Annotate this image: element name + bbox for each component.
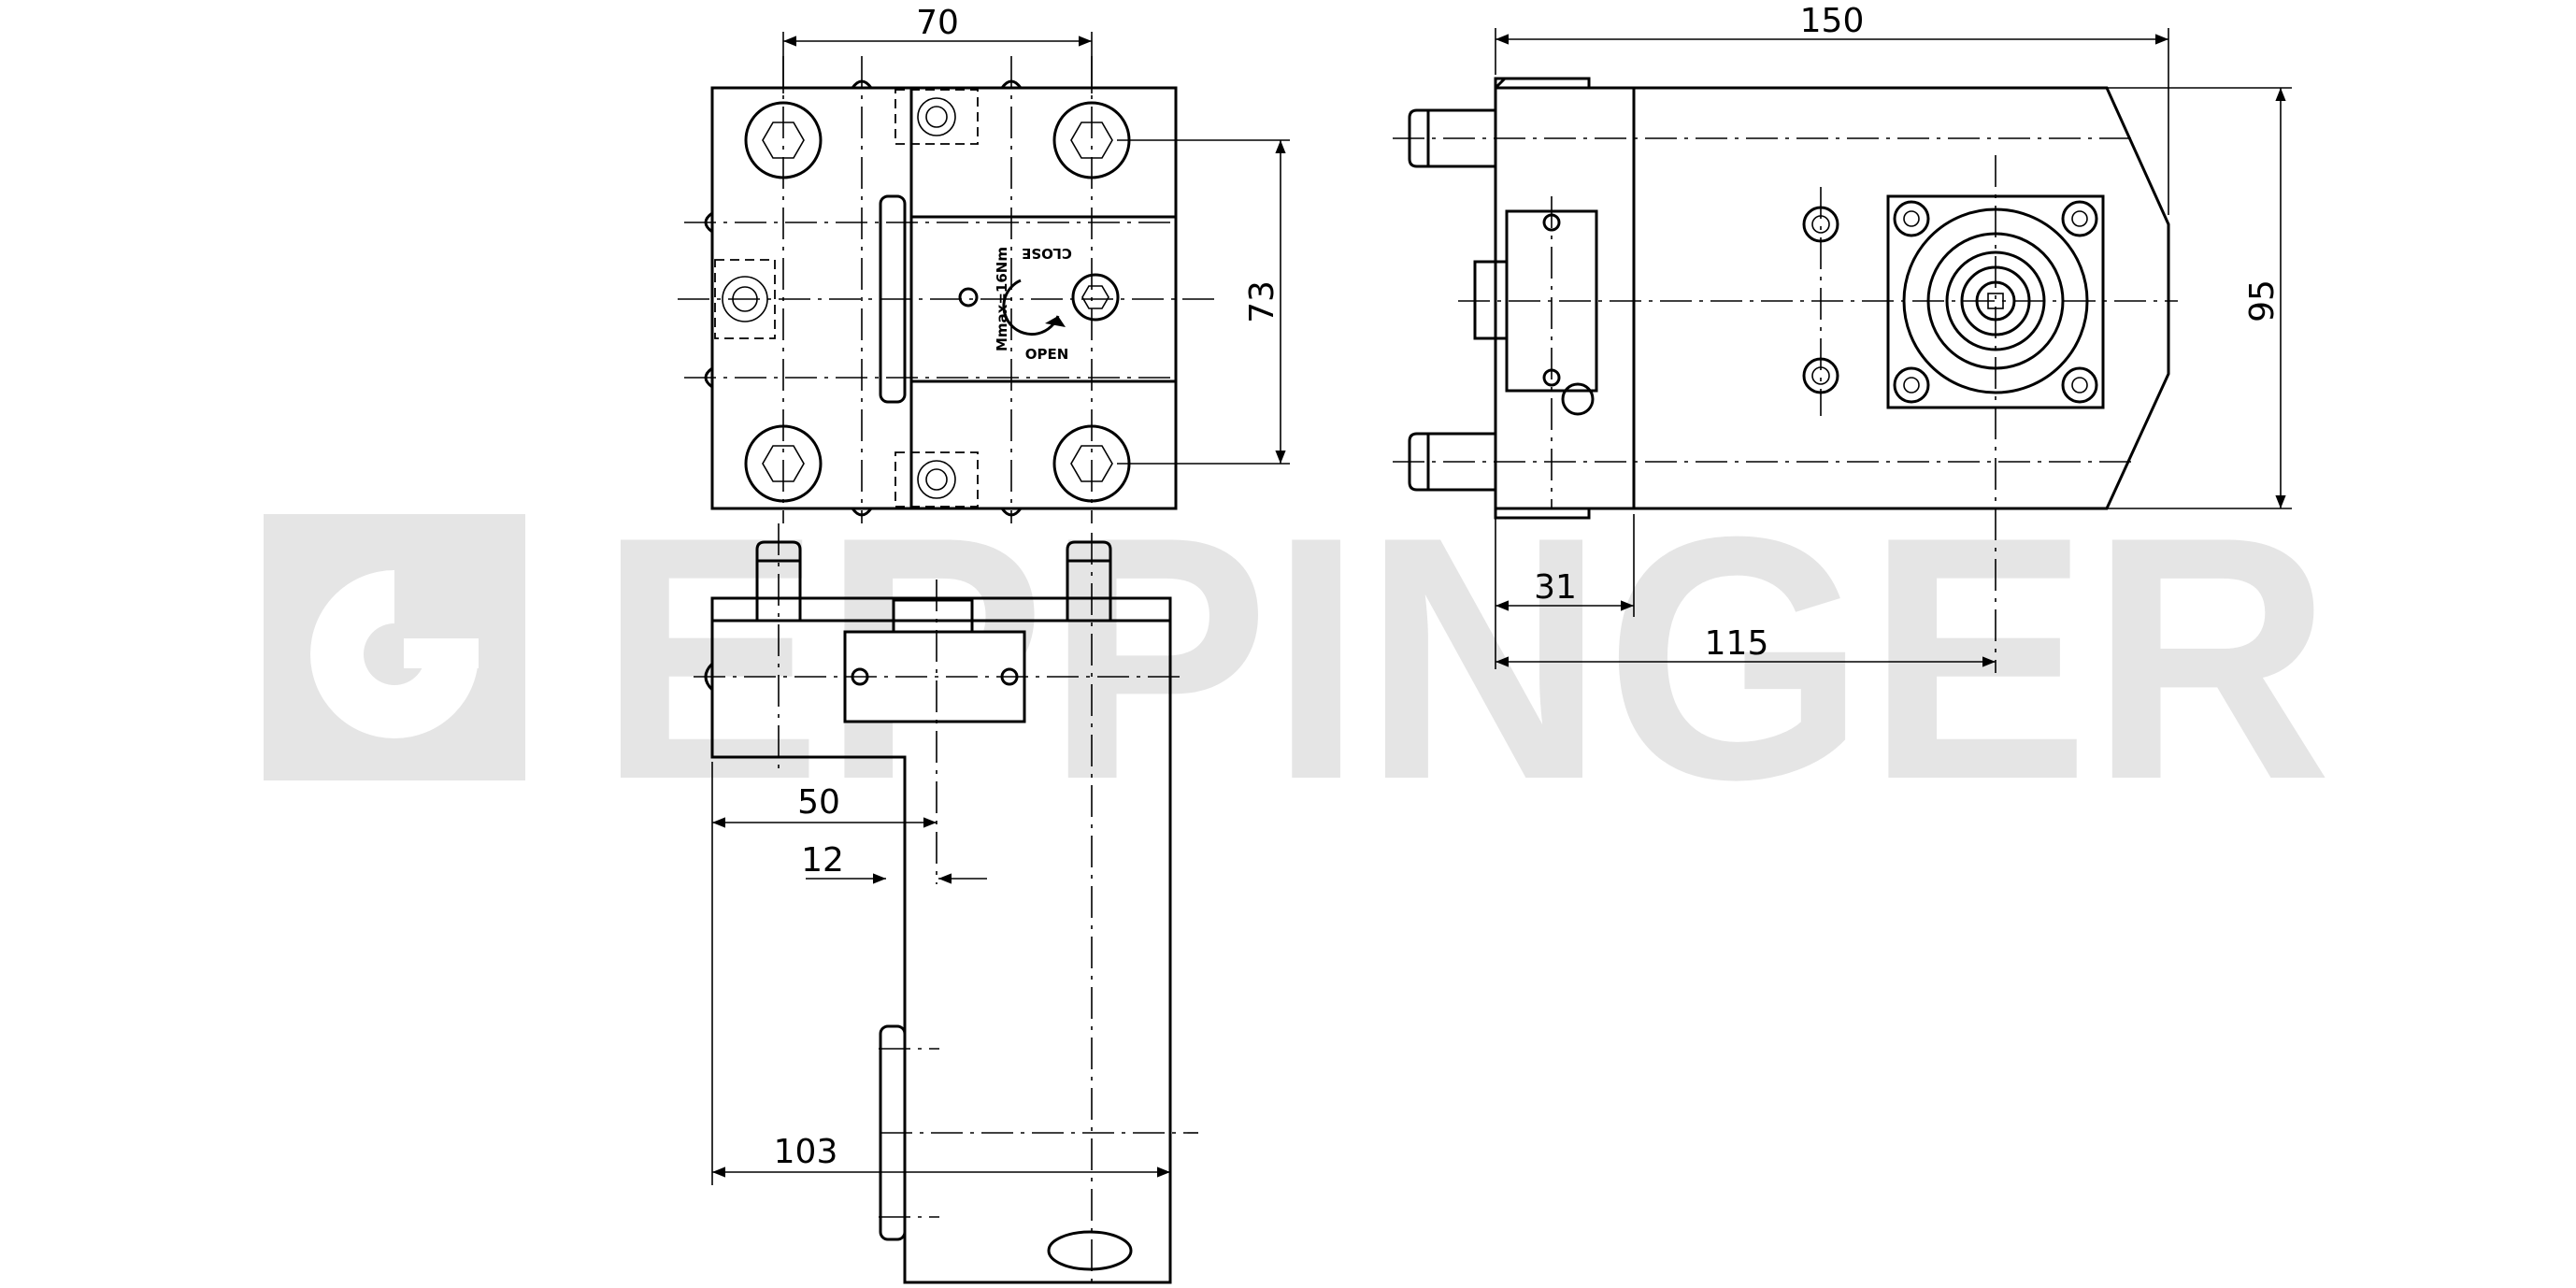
watermark-logo-block xyxy=(264,514,525,780)
dim-side-115: 115 xyxy=(1705,624,1769,663)
front-actuator-hex xyxy=(1071,273,1120,322)
dim-top-50: 50 xyxy=(797,783,840,822)
hidden-screw-left xyxy=(714,259,776,339)
close-label: CLOSE xyxy=(1022,245,1072,262)
dim-side-31: 31 xyxy=(1534,568,1577,607)
top-view: 50 12 103 xyxy=(694,523,1198,1284)
dim-top-12: 12 xyxy=(801,841,844,880)
top-body-outline xyxy=(710,596,1172,1284)
dim-front-width: 70 xyxy=(916,4,959,42)
side-view: 150 95 31 115 xyxy=(1393,2,2292,673)
hidden-screw-bottom xyxy=(894,451,979,508)
watermark-logo-icon xyxy=(310,570,479,738)
eppinger-watermark: EPPINGER xyxy=(264,465,2332,852)
coolant-port xyxy=(1047,1230,1133,1271)
front-body-outline xyxy=(710,86,1178,510)
dim-side-length: 150 xyxy=(1800,2,1865,40)
rotation-arrow-icon xyxy=(1002,279,1060,336)
top-shank-right xyxy=(1066,540,1112,621)
dim-side-height: 95 xyxy=(2243,279,2282,322)
dim-top-103: 103 xyxy=(774,1133,838,1171)
front-view: CLOSE OPEN Mmax=16Nm 70 73 xyxy=(678,4,1290,523)
dim-front-height: 73 xyxy=(1243,280,1281,323)
open-label: OPEN xyxy=(1025,346,1069,363)
hidden-screw-top xyxy=(894,89,979,145)
